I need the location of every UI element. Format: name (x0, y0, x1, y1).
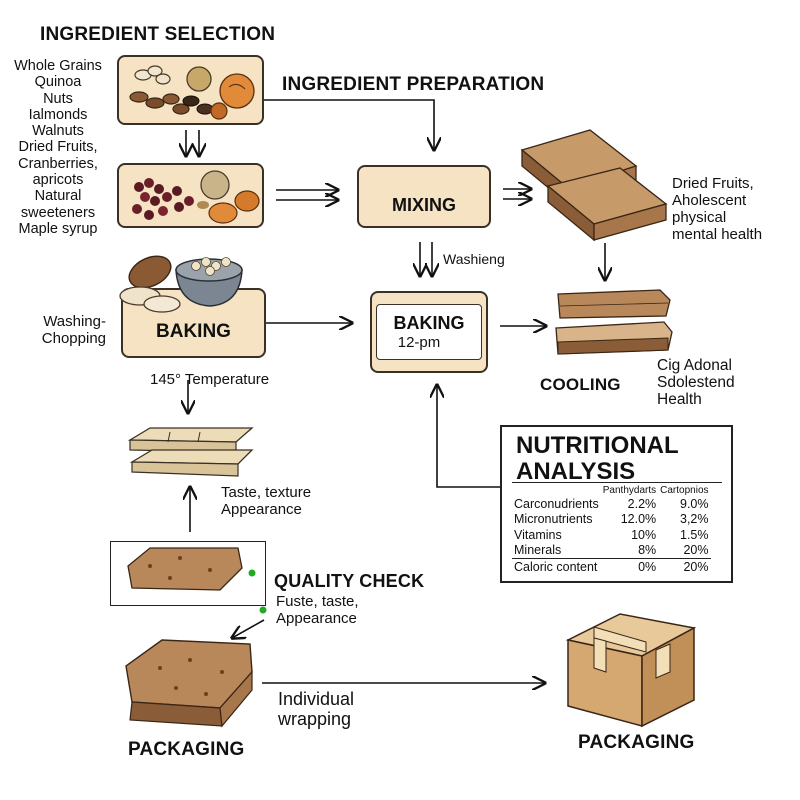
quality-check-frame (110, 541, 266, 606)
nutrient-value-b: 3,2% (680, 512, 709, 527)
packaging-label-left: PACKAGING (128, 739, 245, 760)
ingredient-list: Whole Grains Quinoa Nuts Ialmonds Walnut… (8, 58, 108, 237)
note-line: Sdolestend (657, 374, 735, 391)
dried-fruit-illustration-icon (132, 170, 260, 224)
mixing-label: MIXING (391, 195, 456, 215)
qc-dot-icon (259, 606, 267, 614)
ingredient-item: Nuts (43, 90, 73, 107)
ingredients-fruits-box (117, 163, 264, 228)
packaging-label-right: PACKAGING (578, 732, 695, 753)
nutrition-table: Panthydarts Cartopnios Carconudrients 2.… (512, 485, 711, 575)
nutritional-analysis-panel: NUTRITIONAL ANALYSIS Panthydarts Cartopn… (500, 425, 733, 583)
ingredient-item: Cranberries, (18, 155, 98, 172)
baking-label-center: BAKING (393, 313, 465, 333)
nutrient-value-a: 2.2% (627, 496, 657, 511)
nutrient-label: Micronutrients (514, 512, 593, 527)
nutrient-value-b: 1.5% (680, 527, 709, 542)
note-line: Aholescent (672, 192, 747, 209)
nutritional-analysis-title: NUTRITIONAL ANALYSIS (516, 433, 679, 485)
ingredient-selection-title: INGREDIENT SELECTION (40, 24, 276, 45)
individual-wrapping-note: Individual wrapping (278, 689, 354, 729)
note-line: Health (657, 391, 702, 408)
cooling-label: COOLING (540, 375, 621, 394)
ingredient-item: apricots (32, 172, 84, 189)
quality-check-label: QUALITY CHECK (274, 571, 425, 591)
ingredients-nuts-box (117, 55, 264, 125)
ingredient-item: Whole Grains (14, 58, 102, 74)
nutrition-divider (512, 482, 722, 483)
baking-label-left: BAKING (156, 321, 231, 342)
nutrient-label: Minerals (514, 543, 562, 558)
nuts-illustration-icon (129, 65, 255, 120)
nutrient-value-a: 8% (638, 543, 657, 558)
note-line: wrapping (278, 709, 352, 729)
note-line: Appearance (276, 610, 357, 627)
dried-fruits-note: Dried Fruits, Aholescent physical mental… (672, 175, 762, 243)
ingredient-item: Natural (34, 188, 82, 205)
note-line: Dried Fruits, (672, 175, 754, 192)
ingredient-item: Maple syrup (18, 220, 98, 237)
washing-chopping-note: Washing- Chopping (40, 313, 106, 347)
ingredient-item: sweeteners (20, 204, 96, 221)
arrow-prep-to-mixing (263, 99, 434, 150)
cooling-note: Cig Adonal Sdolestend Health (657, 357, 735, 408)
nutrition-column-header (512, 485, 601, 496)
note-line: Cig Adonal (657, 357, 732, 374)
nutrition-column-header: Panthydarts (602, 485, 657, 496)
ingredient-item: Quinoa (34, 74, 82, 91)
baking-step-center: BAKING 12-pm (370, 291, 488, 373)
qc-note: Fuste, taste, Appearance (276, 593, 359, 627)
qc-dot-icon (248, 569, 256, 577)
note-line: mental health (672, 226, 763, 243)
nutrient-label: Caloric content (514, 559, 598, 574)
nutrition-title-line: ANALYSIS (516, 458, 636, 485)
ingredient-preparation-title: INGREDIENT PREPARATION (282, 74, 545, 95)
note-line: Washing- (43, 313, 106, 330)
note-line: Fuste, taste, (276, 593, 359, 610)
arrow-qc-to-packaging (232, 619, 265, 638)
table-row: Minerals 8% 20% (512, 543, 711, 559)
nutrient-label: Carconudrients (514, 496, 599, 511)
nutrient-value-b: 20% (683, 543, 709, 558)
note-line: physical (672, 209, 727, 226)
nutrient-value-a: 12.0% (620, 512, 657, 527)
ingredient-item: Walnuts (32, 123, 84, 140)
ingredient-item: Dried Fruits, (18, 139, 98, 156)
baking-time-label: 12-pm (397, 334, 441, 351)
nutrient-label: Vitamins (514, 527, 562, 542)
nutrient-value-b: 20% (683, 559, 709, 574)
table-row: Vitamins 10% 1.5% (512, 527, 711, 543)
arrow-nutrition-to-baking (437, 385, 500, 488)
temperature-note: 145° Temperature (150, 371, 270, 388)
table-row: Carconudrients 2.2% 9.0% (512, 496, 711, 512)
mixing-step: MIXING (357, 165, 491, 228)
nutrient-value-b: 9.0% (680, 496, 709, 511)
table-row: Micronutrients 12.0% 3,2% (512, 512, 711, 528)
nutrient-value-a: 0% (638, 559, 657, 574)
table-row: Caloric content 0% 20% (512, 558, 711, 575)
ingredient-item: Ialmonds (28, 106, 88, 123)
nutrition-column-header: Cartopnios (660, 485, 709, 496)
taste-texture-note: Taste, texture Appearance (221, 484, 311, 518)
note-line: Appearance (221, 501, 302, 518)
baking-center-card: BAKING 12-pm (376, 304, 482, 360)
note-line: Chopping (41, 330, 106, 347)
nutrient-value-a: 10% (631, 527, 657, 542)
washieng-note: Washieng (443, 251, 505, 267)
note-line: Individual (278, 689, 355, 709)
nutrition-title-line: NUTRITIONAL (516, 432, 679, 459)
note-line: Taste, texture (221, 484, 312, 501)
